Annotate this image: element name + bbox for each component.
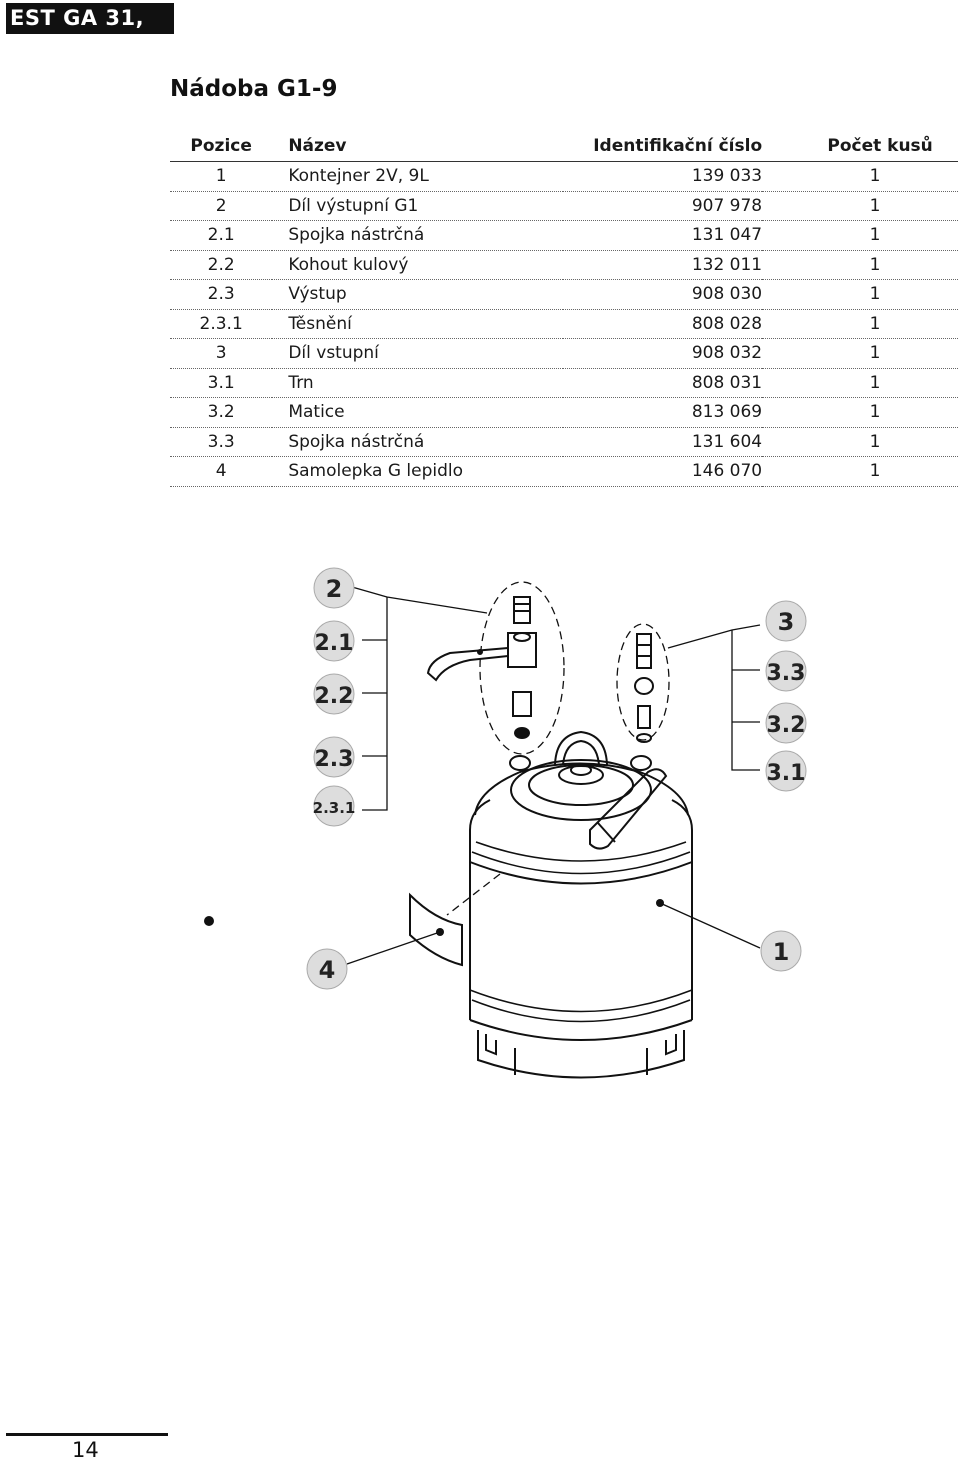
callout-2-1: 2.1 [315,631,354,656]
cell-id: 908 032 [563,338,763,369]
cell-name: Kontejner 2V, 9L [272,161,564,192]
cell-id: 131 604 [563,427,763,457]
cell-id: 813 069 [563,397,763,428]
cell-name: Samolepka G lepidlo [272,456,564,487]
cell-id: 146 070 [563,456,763,487]
cell-id: 132 011 [563,250,763,280]
cell-qty: 1 [762,397,958,428]
cell-name: Kohout kulový [272,250,564,280]
page-title: Nádoba G1-9 [170,76,338,102]
cell-name: Výstup [272,279,564,310]
callout-2-3: 2.3 [315,747,354,772]
cell-name: Díl vstupní [272,338,564,369]
cell-name: Díl výstupní G1 [272,191,564,221]
callout-2-3-1: 2.3.1 [313,799,356,817]
column-header-name: Název [272,131,564,162]
cell-id: 808 031 [563,368,763,398]
cell-qty: 1 [762,161,958,192]
cell-qty: 1 [762,309,958,339]
cell-name: Spojka nástrčná [272,427,564,457]
column-header-position: Pozice [170,131,273,162]
cell-id: 131 047 [563,220,763,251]
cell-name: Trn [272,368,564,398]
cell-name: Spojka nástrčná [272,220,564,251]
cell-qty: 1 [762,220,958,251]
cell-position: 2 [170,191,273,221]
parts-table: Pozice Název Identifikační číslo Počet k… [170,131,958,487]
document-header-badge: EST GA 31, 32 [6,3,174,61]
cell-qty: 1 [762,368,958,398]
cell-id: 139 033 [563,161,763,192]
cell-position: 3 [170,338,273,369]
cell-position: 3.1 [170,368,273,398]
cell-id: 908 030 [563,279,763,310]
cell-id: 907 978 [563,191,763,221]
table-header-row: Pozice Název Identifikační číslo Počet k… [170,131,958,162]
cell-position: 3.2 [170,397,273,428]
cell-qty: 1 [762,191,958,221]
cell-name: Těsnění [272,309,564,339]
cell-name: Matice [272,397,564,428]
callout-2-2: 2.2 [315,684,354,709]
cell-qty: 1 [762,427,958,457]
callout-3-3: 3.3 [767,661,806,686]
cell-qty: 1 [762,279,958,310]
cell-position: 3.3 [170,427,273,457]
page-number: 14 [72,1438,99,1462]
cell-position: 2.3.1 [170,309,273,339]
column-header-id: Identifikační číslo [563,131,763,162]
callout-3-1: 3.1 [767,761,806,786]
callout-3-2: 3.2 [767,713,806,738]
footer-rule [6,1433,168,1436]
callout-3: 3 [778,608,795,636]
cell-qty: 1 [762,338,958,369]
cell-position: 4 [170,456,273,487]
callout-2: 2 [326,575,343,603]
cell-position: 2.1 [170,220,273,251]
cell-position: 1 [170,161,273,192]
callout-1: 1 [773,938,790,966]
cell-qty: 1 [762,456,958,487]
column-header-qty: Počet kusů [762,131,958,162]
cell-qty: 1 [762,250,958,280]
callout-4: 4 [319,956,336,984]
cell-position: 2.3 [170,279,273,310]
cell-position: 2.2 [170,250,273,280]
cell-id: 808 028 [563,309,763,339]
